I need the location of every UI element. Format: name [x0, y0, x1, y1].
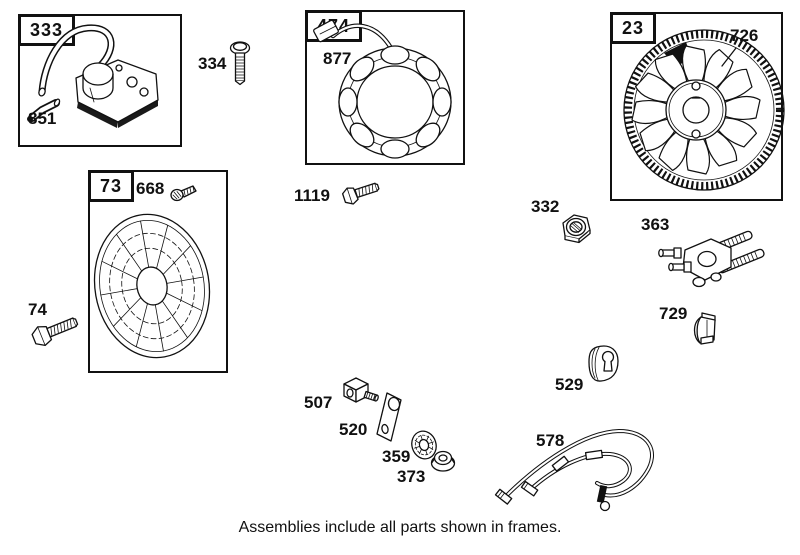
frame-screen: 73 668 [88, 170, 228, 373]
part-label-668: 668 [136, 179, 165, 198]
frame-stator: 474 877 [305, 10, 465, 165]
frame-flywheel: 23 [610, 12, 785, 201]
part-label-373: 373 [397, 467, 426, 486]
bolt-74-drawing [30, 312, 84, 352]
part-label-363: 363 [641, 215, 670, 234]
grommet-529-drawing [584, 342, 622, 386]
part-label-726: 726 [730, 26, 759, 45]
diagram-caption: Assemblies include all parts shown in fr… [238, 519, 562, 536]
screen-drawing [90, 180, 226, 372]
screw-334-drawing [228, 40, 252, 86]
part-label-877: 877 [323, 49, 352, 68]
ignition-coil-drawing [20, 18, 180, 144]
part-label-359: 359 [382, 447, 411, 466]
part-label-332: 332 [531, 197, 560, 216]
wire-578-drawing [494, 418, 664, 513]
nut-373-drawing [429, 447, 457, 473]
part-label-851: 851 [28, 109, 57, 128]
frame-ignition-coil: 333 851 [18, 14, 182, 147]
clip-729-drawing [688, 308, 724, 350]
screw-1119-drawing [340, 178, 382, 206]
switch-507-drawing [336, 374, 380, 412]
part-label-1119: 1119 [294, 186, 330, 205]
part-label-334: 334 [198, 54, 227, 73]
bracket-520-drawing [368, 391, 406, 443]
puller-363-drawing [655, 222, 767, 294]
stator-drawing [307, 12, 463, 163]
flywheel-drawing [612, 14, 785, 199]
part-label-578: 578 [536, 431, 565, 450]
part-label-729: 729 [659, 304, 688, 323]
part-label-507: 507 [304, 393, 333, 412]
screw-668-drawing [170, 182, 198, 204]
part-label-74: 74 [28, 300, 47, 319]
ratchet-359-drawing [409, 428, 439, 462]
part-label-520: 520 [339, 420, 368, 439]
frame-label-73: 73 [88, 170, 135, 202]
nut-332-drawing [556, 210, 596, 246]
frame-label-333: 333 [18, 14, 76, 46]
frame-label-23: 23 [610, 12, 657, 44]
part-label-529: 529 [555, 375, 584, 394]
